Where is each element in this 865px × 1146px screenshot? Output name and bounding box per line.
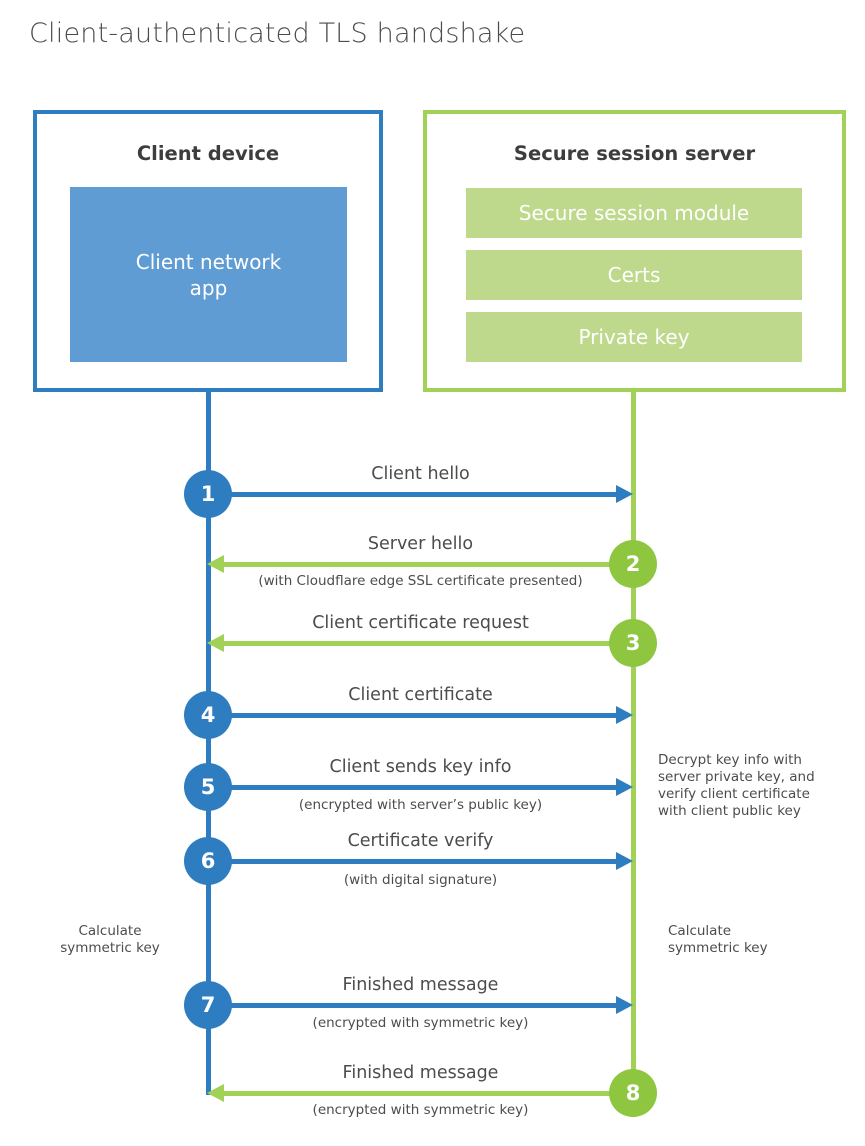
client-network-app-label: Client network app <box>135 249 282 300</box>
server-note: Decrypt key info with server private key… <box>658 752 815 819</box>
step-1-badge: 1 <box>184 470 232 518</box>
step-6-arrowhead-icon <box>616 852 633 870</box>
step-3-arrowhead-icon <box>207 634 224 652</box>
server-title: Secure session server <box>513 142 756 165</box>
step-6-sublabel: (with digital signature) <box>343 872 498 888</box>
step-7-arrowhead-icon <box>616 996 633 1014</box>
step-5-label: Client sends key info <box>329 757 512 777</box>
private-key-label: Private key <box>578 325 690 349</box>
step-6-badge: 6 <box>184 837 232 885</box>
certs-bar: Certs <box>466 250 802 300</box>
step-6-arrow <box>208 859 618 864</box>
server-calc-note: Calculate symmetric key <box>668 923 768 956</box>
step-8-badge: 8 <box>609 1069 657 1117</box>
client-network-app-box: Client network app <box>70 187 347 362</box>
step-6-label: Certificate verify <box>347 831 494 851</box>
step-5-arrowhead-icon <box>616 778 633 796</box>
step-8-arrowhead-icon <box>207 1084 224 1102</box>
step-1-label: Client hello <box>371 464 470 484</box>
step-5-arrow <box>208 785 618 790</box>
step-5-sublabel: (encrypted with server’s public key) <box>298 797 543 813</box>
client-lifeline <box>206 391 211 1095</box>
secure-session-module-label: Secure session module <box>518 201 750 225</box>
page-title: Client-authenticated TLS handshake <box>29 18 526 49</box>
step-4-arrow <box>208 713 618 718</box>
step-7-badge: 7 <box>184 981 232 1029</box>
client-calc-note: Calculate symmetric key <box>60 923 160 956</box>
step-2-badge: 2 <box>609 540 657 588</box>
client-device-title: Client device <box>136 142 280 165</box>
step-7-sublabel: (encrypted with symmetric key) <box>312 1015 529 1031</box>
step-7-arrow <box>208 1003 618 1008</box>
step-4-label: Client certificate <box>348 685 493 705</box>
step-1-arrowhead-icon <box>616 485 633 503</box>
step-1-arrow <box>208 492 618 497</box>
step-2-label: Server hello <box>367 534 474 554</box>
step-5-badge: 5 <box>184 763 232 811</box>
step-4-badge: 4 <box>184 691 232 739</box>
secure-session-module-bar: Secure session module <box>466 188 802 238</box>
certs-label: Certs <box>607 263 661 287</box>
step-8-arrow <box>223 1091 633 1096</box>
step-3-badge: 3 <box>609 619 657 667</box>
server-lifeline <box>631 391 636 1095</box>
private-key-bar: Private key <box>466 312 802 362</box>
step-4-arrowhead-icon <box>616 706 633 724</box>
step-8-sublabel: (encrypted with symmetric key) <box>312 1102 529 1118</box>
step-2-arrowhead-icon <box>207 555 224 573</box>
step-2-sublabel: (with Cloudflare edge SSL certificate pr… <box>258 573 583 589</box>
step-8-label: Finished message <box>342 1063 499 1083</box>
step-3-label: Client certificate request <box>312 613 529 633</box>
step-7-label: Finished message <box>342 975 499 995</box>
step-3-arrow <box>223 641 633 646</box>
step-2-arrow <box>223 562 633 567</box>
